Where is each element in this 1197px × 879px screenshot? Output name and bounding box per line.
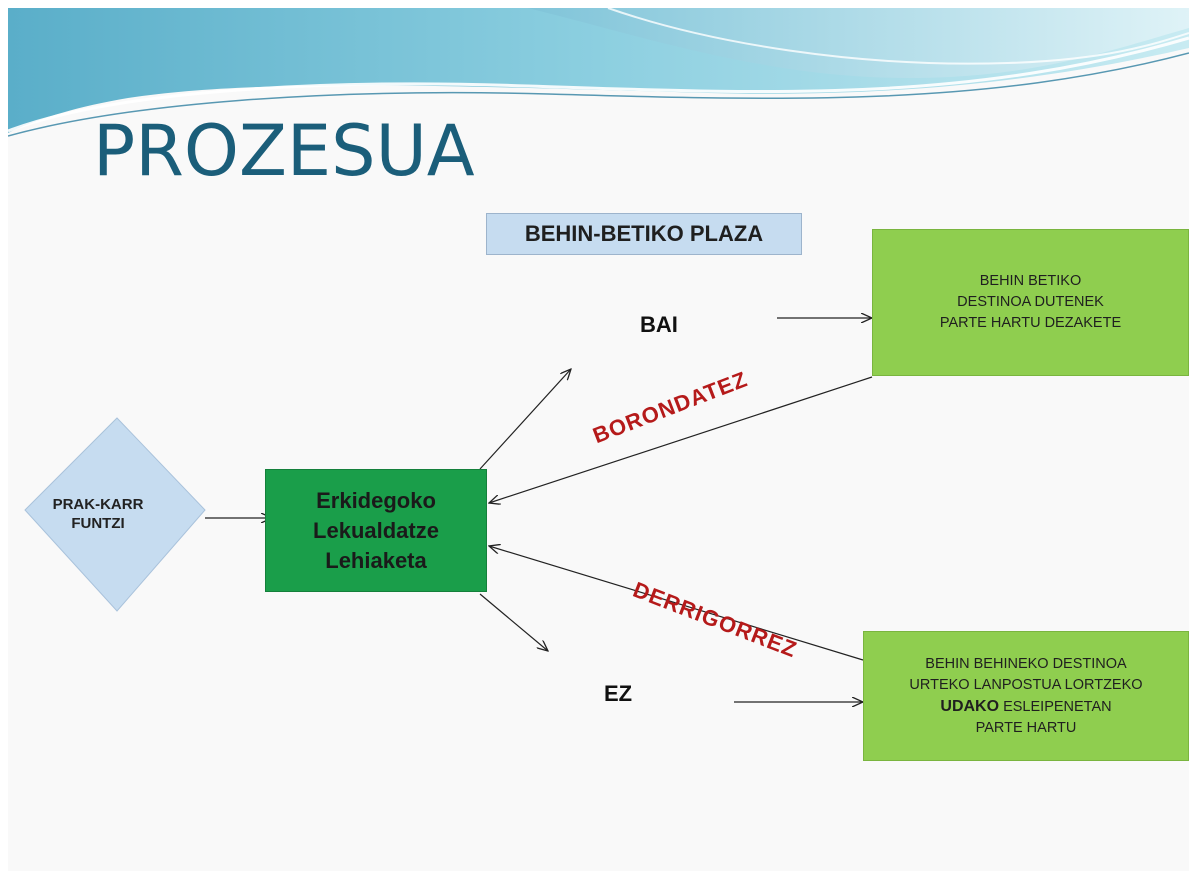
no-result-line3-bold: UDAKO: [940, 697, 1000, 715]
main-node-line1: Erkidegoko: [316, 487, 436, 513]
start-diamond: [24, 417, 206, 612]
no-result-line4: PARTE HARTU: [975, 719, 1077, 736]
no-result-line3: UDAKO ESLEIPENETAN: [940, 696, 1111, 718]
yes-label: BAI: [640, 312, 678, 337]
main-node-line3: Lehiaketa: [325, 547, 427, 573]
arrow-mandatory-back: [489, 546, 864, 661]
no-result-node: BEHIN BEHINEKO DESTINOA URTEKO LANPOSTUA…: [863, 631, 1189, 761]
no-result-line2: URTEKO LANPOSTUA LORTZEKO: [909, 676, 1143, 693]
flow-connectors: [24, 8, 1189, 871]
arrow-voluntary-back: [489, 376, 873, 503]
yes-result-line1: BEHIN BETIKO: [979, 273, 1082, 289]
start-node-line1: PRAK-KARR: [52, 496, 144, 513]
main-process-node: Erkidegoko Lekualdatze Lehiaketa: [265, 469, 487, 592]
page-title: PROZESUA: [93, 110, 475, 192]
yes-result-line3: PARTE HARTU DEZAKETE: [939, 315, 1122, 331]
wave-header-decoration: [8, 8, 1189, 137]
main-node-line2: Lekualdatze: [313, 517, 439, 543]
no-result-line1: BEHIN BEHINEKO DESTINOA: [925, 655, 1127, 672]
slide: PROZESUA BEHIN-BETIKO PLAZA PRAK-KARR FU…: [8, 8, 1189, 871]
yes-result-node: BEHIN BETIKO DESTINOA DUTENEK PARTE HART…: [872, 229, 1189, 376]
start-node-label: PRAK-KARR FUNTZI: [18, 495, 178, 533]
no-label: EZ: [604, 681, 633, 706]
arrow-main-to-bai: [479, 369, 571, 470]
plaza-header-box: BEHIN-BETIKO PLAZA: [486, 213, 802, 255]
start-node-line2: FUNTZI: [71, 515, 125, 532]
arrow-main-to-ez: [479, 593, 548, 651]
yes-result-line2: DESTINOA DUTENEK: [957, 294, 1104, 310]
no-result-line3-rest: ESLEIPENETAN: [999, 698, 1112, 715]
